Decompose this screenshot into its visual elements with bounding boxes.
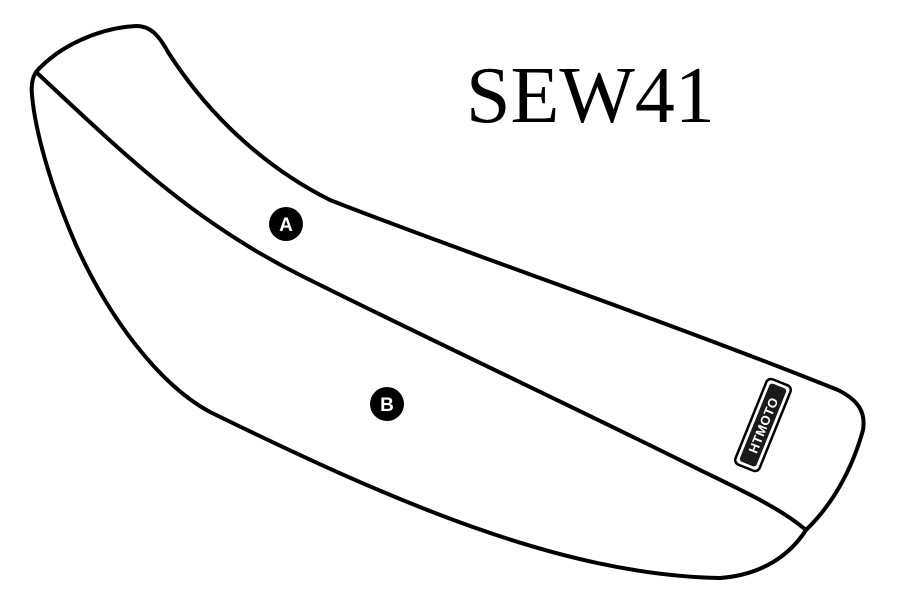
panel-b-marker: B: [370, 387, 404, 421]
panel-a-marker: A: [269, 207, 303, 241]
model-code-title: SEW41: [466, 52, 715, 140]
panel-b-label: B: [380, 395, 394, 416]
seat-outline: [29, 24, 866, 580]
htmoto-logo: HTMOTO: [733, 377, 793, 473]
panel-b-marker-circle: [370, 387, 404, 421]
logo-badge: [739, 383, 787, 467]
panel-a-marker-circle: [269, 207, 303, 241]
panel-seam: [34, 70, 808, 532]
panel-a-label: A: [279, 215, 293, 236]
